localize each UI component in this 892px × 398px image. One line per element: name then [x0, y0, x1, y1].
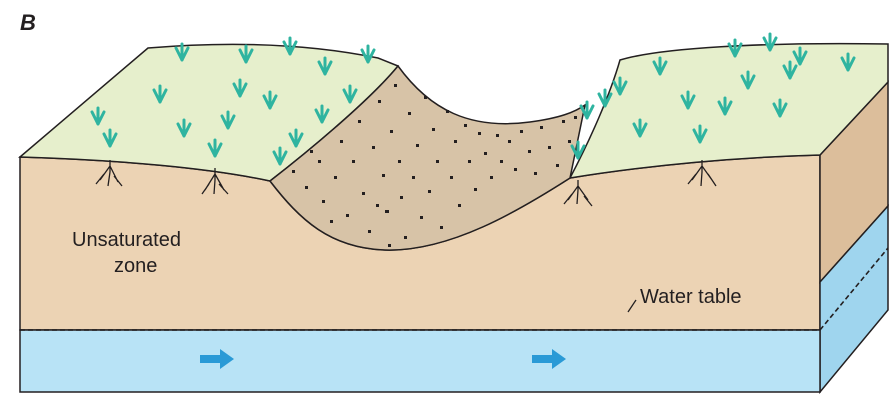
water-table-label: Water table	[640, 286, 742, 308]
groundwater-zone	[20, 330, 820, 392]
unsaturated-zone-label-line1: Unsaturated	[72, 229, 181, 251]
panel-label: B	[20, 10, 36, 35]
unsaturated-zone-label-line2: zone	[114, 255, 157, 277]
